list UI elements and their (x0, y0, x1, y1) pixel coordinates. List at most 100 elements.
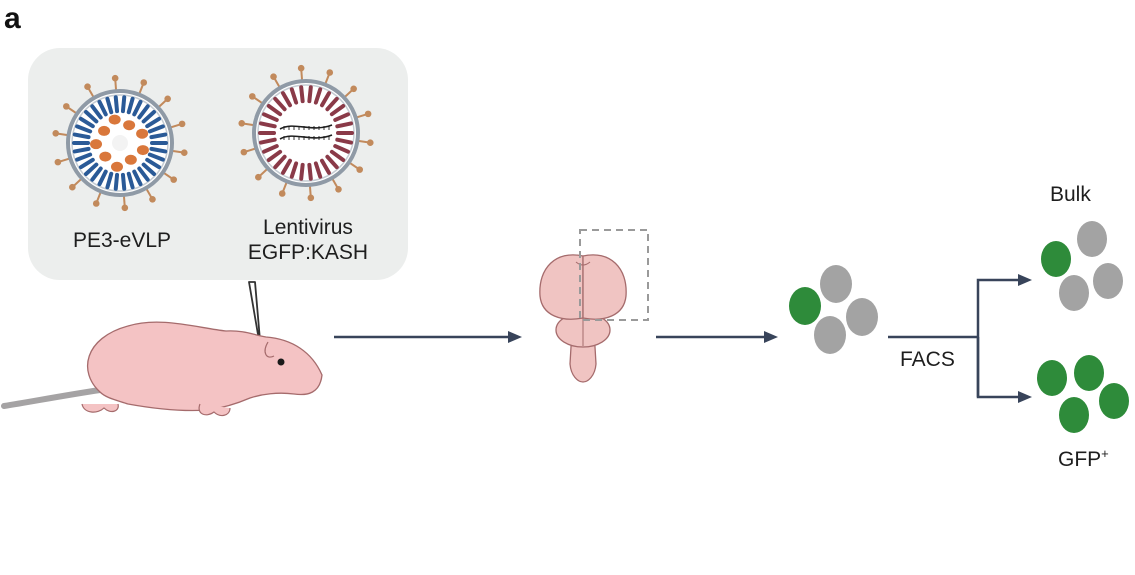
nucleus-gfp (1074, 355, 1104, 391)
envelope-spike-tip (249, 93, 256, 100)
capsid-protein (141, 110, 156, 124)
capsid-protein (126, 96, 135, 115)
pe-rnp-cargo (124, 154, 137, 165)
capsid-protein (84, 110, 99, 124)
envelope-spike-tip (92, 200, 100, 207)
pe-rnp-cargo (136, 128, 149, 139)
envelope-spike-tip (350, 85, 357, 93)
envelope-spike-tip (84, 83, 91, 90)
vlp-core (112, 135, 128, 151)
capsid-protein (72, 132, 91, 140)
capsid-protein (75, 152, 93, 162)
envelope-spike-tip (178, 120, 186, 128)
nucleus-gfp (1059, 397, 1089, 433)
capsid-protein (149, 146, 168, 154)
capsid-protein (325, 154, 339, 170)
nuclei-cluster-gfp-positive (1037, 355, 1129, 433)
capsid-protein (126, 171, 135, 190)
envelope-spike-tip (121, 204, 129, 212)
mouse-eye (277, 358, 285, 366)
envelope-spike-tip (238, 119, 246, 127)
envelope-spike-tip (240, 148, 248, 156)
envelope-spike-tip (335, 186, 342, 193)
envelope-spike-tip (111, 74, 119, 82)
capsid-protein (132, 169, 143, 187)
envelope-spike-tip (326, 69, 334, 76)
capsid-protein (335, 121, 353, 129)
nuclei-cluster-bulk (1041, 221, 1123, 311)
envelope-spike-tip (54, 158, 62, 166)
envelope-spike-tip (149, 196, 156, 203)
capsid-protein (266, 149, 283, 163)
gfp-superscript: + (1101, 446, 1109, 461)
mouse-pup (1, 321, 323, 417)
capsid-protein (147, 124, 165, 134)
capsid-protein (307, 162, 313, 181)
envelope-spike-tip (278, 190, 286, 197)
pe-rnp-cargo (136, 145, 149, 156)
nucleus-gfp (1099, 383, 1129, 419)
capsid-protein (320, 91, 331, 108)
nucleus-unlabeled (1059, 275, 1089, 311)
pe-rnp-cargo (98, 125, 111, 136)
gfp-label-text: GFP (1058, 448, 1102, 471)
capsid-protein (137, 104, 150, 120)
capsid-protein (320, 158, 331, 175)
capsid-protein (137, 166, 150, 182)
envelope-spike-tip (364, 110, 372, 118)
brain (539, 254, 627, 383)
capsid-protein (113, 95, 120, 114)
mouse-tail (1, 387, 103, 409)
bulk-label: Bulk (1050, 183, 1091, 206)
envelope-spike-tip (140, 79, 148, 86)
capsid-protein (313, 87, 323, 105)
capsid-protein (84, 162, 99, 176)
facs-label: FACS (900, 348, 955, 371)
envelope-spike-tip (366, 139, 374, 147)
nucleus-gfp (1037, 360, 1067, 396)
left-hemisphere (539, 254, 584, 320)
nucleus-gfp (1041, 241, 1071, 277)
pe3-evlp-particle (52, 74, 188, 212)
envelope-spike-tip (255, 173, 262, 181)
capsid-protein (333, 144, 351, 154)
capsid-protein (97, 169, 108, 187)
mouse-front-paw (198, 403, 231, 417)
nuclei-cluster-input (789, 265, 878, 354)
mouse-ear (264, 341, 275, 358)
envelope-spike-tip (297, 64, 305, 72)
injection-needle (248, 281, 262, 353)
capsid-protein (120, 95, 127, 114)
capsid-protein (335, 137, 353, 145)
envelope-spike-tip (63, 103, 70, 110)
capsid-protein (273, 96, 287, 112)
facs-branch-arrows (888, 274, 1032, 403)
capsid-protein (141, 162, 156, 176)
capsid-protein (313, 161, 323, 179)
nucleus-unlabeled (846, 298, 878, 336)
mouse-body (86, 321, 323, 412)
capsid-protein (259, 137, 277, 145)
capsid-protein (299, 85, 305, 104)
envelope-spike-tip (164, 95, 171, 103)
capsid-protein (105, 96, 114, 115)
capsid-protein (132, 99, 143, 117)
pe-rnp-cargo (99, 151, 112, 162)
envelope-spike-tip (307, 194, 315, 202)
capsid-protein (266, 103, 283, 117)
nucleus-unlabeled (1093, 263, 1123, 299)
capsid-protein (90, 166, 103, 182)
dissection-region-box (579, 229, 649, 321)
capsid-protein (145, 157, 162, 170)
envelope-spike-tip (52, 129, 60, 137)
capsid-protein (325, 96, 339, 112)
capsid-protein (333, 112, 351, 122)
capsid-protein (120, 172, 127, 191)
capsid-protein (75, 124, 93, 134)
nucleus-gfp (789, 287, 821, 325)
capsid-protein (105, 171, 114, 190)
pe-rnp-cargo (108, 114, 121, 125)
gfp-positive-label: GFP+ (1058, 446, 1109, 472)
nucleus-unlabeled (1077, 221, 1107, 257)
